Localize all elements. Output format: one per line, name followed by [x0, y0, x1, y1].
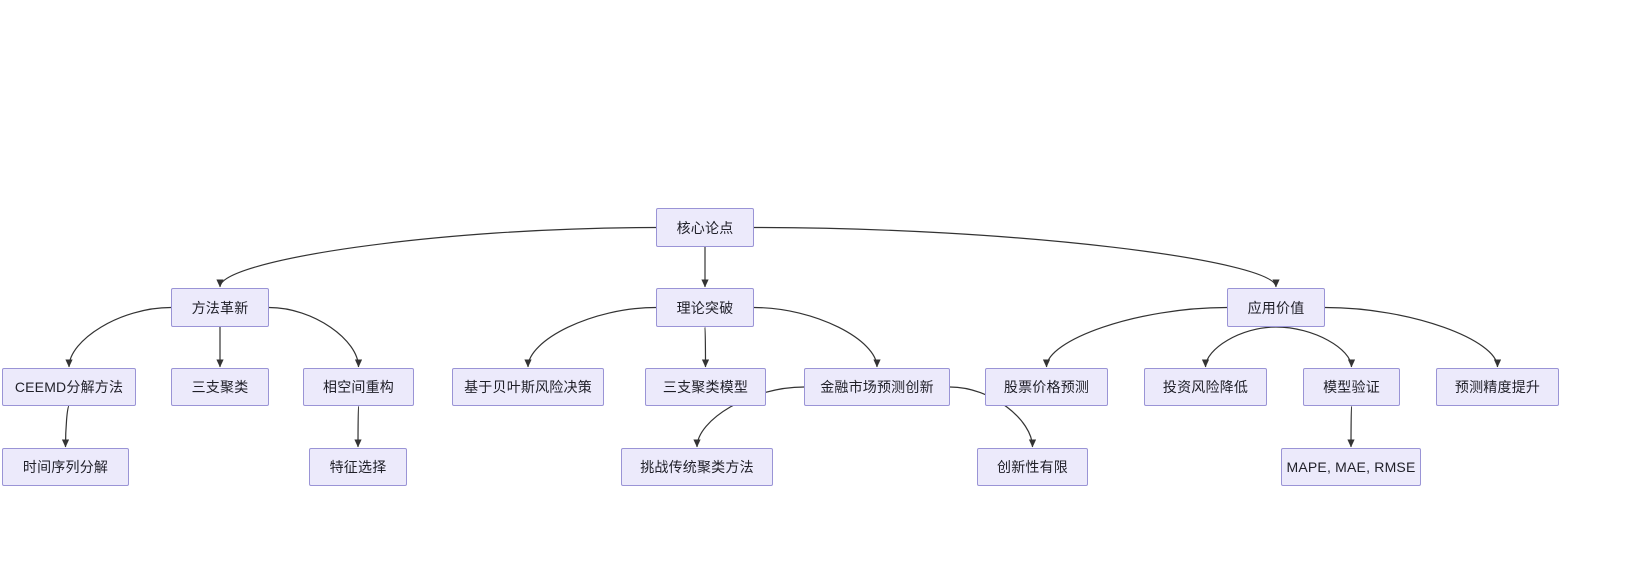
node-label: 方法革新 — [191, 299, 249, 316]
node-label: 核心论点 — [676, 219, 734, 236]
node-label: 创新性有限 — [997, 459, 1068, 475]
node-l3c1[interactable]: 股票价格预测 — [985, 368, 1108, 406]
edge-l2a-to-l3a3 — [268, 306, 363, 368]
node-l4a1[interactable]: 时间序列分解 — [2, 448, 129, 486]
node-l3c3[interactable]: 模型验证 — [1303, 368, 1400, 406]
node-l4c3[interactable]: MAPE, MAE, RMSE — [1281, 448, 1421, 486]
node-label: 理论突破 — [676, 299, 734, 316]
node-label: 预测精度提升 — [1454, 379, 1541, 395]
node-label: 特征选择 — [329, 459, 387, 475]
node-label: 挑战传统聚类方法 — [640, 459, 754, 475]
edge-l2c-to-l3c3 — [1275, 326, 1356, 368]
node-label: 时间序列分解 — [22, 459, 109, 475]
edge-l2c-to-l3c1 — [1042, 306, 1228, 368]
edge-l2a-to-l3a1 — [65, 306, 172, 368]
node-label: 相空间重构 — [323, 379, 394, 395]
node-label: 模型验证 — [1323, 379, 1380, 395]
edge-l3a3-to-l4a3 — [354, 405, 362, 448]
node-l3a2[interactable]: 三支聚类 — [171, 368, 269, 406]
edge-l3a1-to-l4a1 — [61, 405, 70, 448]
node-l2a[interactable]: 方法革新 — [171, 288, 269, 327]
node-label: 金融市场预测创新 — [820, 379, 934, 395]
node-label: MAPE, MAE, RMSE — [1286, 459, 1416, 475]
node-label: 三支聚类模型 — [662, 379, 749, 395]
edge-l2b-to-l3b2 — [701, 326, 710, 368]
node-label: 基于贝叶斯风险决策 — [464, 379, 592, 395]
edge-l2b-to-l3b1 — [524, 306, 657, 368]
node-l3c2[interactable]: 投资风险降低 — [1144, 368, 1267, 406]
node-l2b[interactable]: 理论突破 — [656, 288, 754, 327]
node-label: 投资风险降低 — [1162, 379, 1249, 395]
node-l4b3b[interactable]: 创新性有限 — [977, 448, 1088, 486]
node-l3b1[interactable]: 基于贝叶斯风险决策 — [452, 368, 604, 406]
edge-group — [61, 226, 1502, 448]
node-l3a1[interactable]: CEEMD分解方法 — [2, 368, 136, 406]
node-label: 三支聚类 — [191, 379, 249, 395]
edge-root-to-l2c — [753, 226, 1280, 288]
node-l2c[interactable]: 应用价值 — [1227, 288, 1325, 327]
edge-l2b-to-l3b3 — [753, 306, 881, 368]
node-l3b3[interactable]: 金融市场预测创新 — [804, 368, 950, 406]
edge-l2c-to-l3c2 — [1201, 326, 1277, 368]
node-label: 股票价格预测 — [1003, 379, 1090, 395]
node-l4b3a[interactable]: 挑战传统聚类方法 — [621, 448, 773, 486]
node-l3b2[interactable]: 三支聚类模型 — [645, 368, 766, 406]
node-root[interactable]: 核心论点 — [656, 208, 754, 247]
node-label: 应用价值 — [1247, 299, 1305, 316]
node-label: CEEMD分解方法 — [14, 379, 124, 395]
edge-l2c-to-l3c4 — [1324, 306, 1502, 368]
edge-root-to-l2a — [216, 226, 657, 288]
node-l3c4[interactable]: 预测精度提升 — [1436, 368, 1559, 406]
edge-l3c3-to-l4c3 — [1347, 405, 1355, 448]
node-l3a3[interactable]: 相空间重构 — [303, 368, 414, 406]
node-l4a3[interactable]: 特征选择 — [309, 448, 407, 486]
